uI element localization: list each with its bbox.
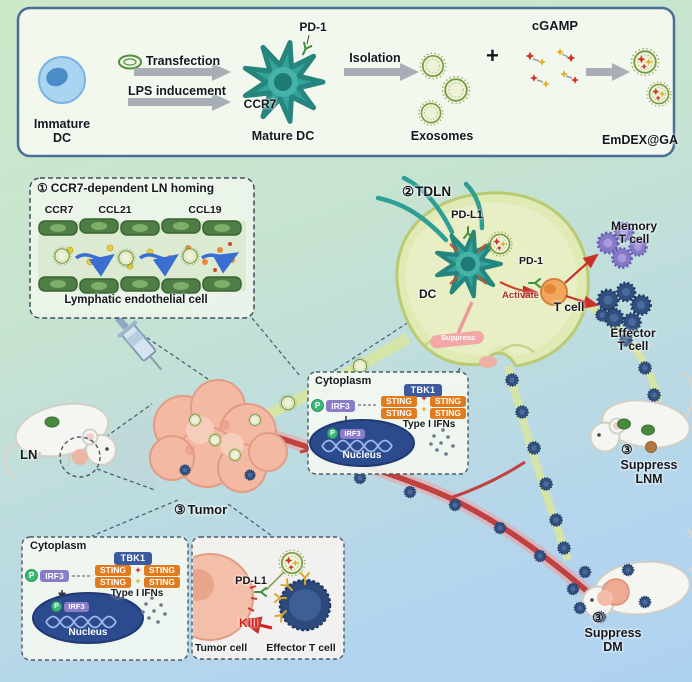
tdln-node bbox=[375, 175, 652, 368]
tumor-title: ③ Tumor bbox=[174, 502, 228, 518]
tdln-title-text: TDLN bbox=[415, 184, 452, 199]
sting-badge: STING bbox=[381, 408, 417, 419]
ifns-label-mid: Type I IFNs bbox=[402, 419, 456, 430]
dm-number: ③ bbox=[592, 610, 604, 625]
emdex-label: EmDEX@GA bbox=[601, 133, 679, 147]
homing-title-text: CCR7-dependent LN homing bbox=[50, 181, 215, 195]
tumor-number: ③ bbox=[174, 502, 186, 517]
homing-number: ① bbox=[37, 181, 48, 195]
plus-sign: + bbox=[486, 43, 499, 68]
sting-badge: STING bbox=[430, 396, 466, 407]
tdln-title: ② TDLN bbox=[402, 184, 451, 199]
sting-badge: STING bbox=[144, 577, 180, 588]
transfection-label: Transfection bbox=[145, 54, 221, 68]
cgamp-label: cGAMP bbox=[531, 18, 579, 33]
isolation-arrow bbox=[344, 63, 419, 81]
cytoplasm-label-bottom: Cytoplasm bbox=[30, 540, 87, 552]
tdln-number: ② bbox=[402, 184, 415, 199]
memory-tcell-label: Memory T cell bbox=[610, 219, 657, 247]
mature-dc-label: Mature DC bbox=[251, 129, 315, 143]
isolation-label: Isolation bbox=[349, 51, 401, 65]
suppress-lnm-label: Suppress LNM bbox=[620, 458, 678, 486]
effector-tcell-label-kill: Effector T cell bbox=[266, 642, 336, 654]
metastasis-spot bbox=[645, 441, 657, 453]
sting-inset-mid bbox=[307, 371, 469, 475]
plasmid-icon bbox=[118, 54, 142, 70]
suppress-dm-label: Suppress DM bbox=[584, 626, 642, 654]
transfection-arrow bbox=[134, 63, 231, 81]
ifn-dots bbox=[429, 428, 455, 456]
lnm-number: ③ bbox=[621, 442, 633, 457]
tbk1-badge-bottom: TBK1 bbox=[114, 552, 152, 565]
top-panel bbox=[16, 6, 676, 158]
pd1-label-node: PD-1 bbox=[519, 255, 543, 267]
mouse-lnm bbox=[589, 371, 692, 453]
syringe-icon bbox=[115, 316, 163, 371]
nucleus-label-mid: Nucleus bbox=[342, 450, 382, 461]
tcell-label: T cell bbox=[553, 300, 585, 314]
dc-label: DC bbox=[419, 287, 437, 301]
lps-arrow bbox=[128, 93, 231, 111]
cytoplasm-label-mid: Cytoplasm bbox=[315, 375, 372, 387]
phospho-badge-nucleus-bottom: P bbox=[51, 601, 62, 612]
irf3-badge-nucleus-mid: IRF3 bbox=[340, 429, 365, 439]
kill-label: Kill bbox=[239, 616, 258, 630]
cgamp-arrow bbox=[586, 63, 630, 81]
tumor-cell-shape bbox=[193, 553, 254, 641]
ln-marker bbox=[44, 416, 60, 428]
tbk1-badge-mid: TBK1 bbox=[404, 384, 442, 397]
phospho-badge-mid: P bbox=[311, 399, 324, 412]
homing-panel-title: ① CCR7-dependent LN homing bbox=[37, 181, 215, 195]
zoom-cone bbox=[98, 402, 156, 492]
homing-panel bbox=[29, 177, 255, 319]
tumor-title-text: Tumor bbox=[187, 502, 228, 517]
suppress-ribbon bbox=[430, 330, 484, 349]
irf3-badge-bottom: IRF3 bbox=[40, 570, 69, 582]
exosomes-label: Exosomes bbox=[410, 129, 474, 143]
pdl1-label-node: PD-L1 bbox=[451, 209, 483, 221]
kill-arrow bbox=[240, 616, 273, 634]
sting-badge: STING bbox=[381, 396, 417, 407]
tumor-mass bbox=[149, 379, 288, 493]
irf3-badge-mid: IRF3 bbox=[326, 400, 355, 412]
immature-dc-label: Immature DC bbox=[33, 117, 91, 145]
ccl21-label: CCL21 bbox=[98, 204, 132, 216]
ifns-label-bottom: Type I IFNs bbox=[110, 588, 164, 599]
dashed-connectors bbox=[91, 291, 493, 537]
kill-panel bbox=[191, 536, 345, 660]
sting-badge: STING bbox=[95, 577, 131, 588]
phospho-badge-bottom: P bbox=[25, 569, 38, 582]
suppress-label-node: Suppress bbox=[440, 333, 476, 342]
lps-label: LPS inducement bbox=[128, 84, 226, 98]
ln-label: LN bbox=[20, 447, 38, 462]
tumor-cell-label: Tumor cell bbox=[194, 642, 248, 654]
ccl19-label: CCL19 bbox=[188, 204, 222, 216]
effector-tcell-label: Effector T cell bbox=[610, 326, 656, 354]
activate-arrow bbox=[499, 281, 539, 299]
mouse-dm bbox=[566, 528, 692, 624]
irf3-badge-nucleus-bottom: IRF3 bbox=[64, 602, 89, 612]
mouse-ln bbox=[3, 402, 117, 480]
activate-label: Activate bbox=[502, 290, 539, 301]
phospho-badge-nucleus-mid: P bbox=[327, 428, 338, 439]
effector-tcell-cluster bbox=[596, 281, 652, 332]
tumor-site-circle bbox=[59, 436, 101, 478]
cgamp-cluster bbox=[525, 48, 579, 88]
pdl1-label-kill: PD-L1 bbox=[235, 575, 267, 587]
ifn-dots bbox=[141, 596, 167, 624]
nucleus-label-bottom: Nucleus bbox=[68, 627, 108, 638]
sting-badge: STING bbox=[144, 565, 180, 576]
ln-marker bbox=[641, 424, 655, 436]
ccr7-label-top: CCR7 bbox=[243, 97, 277, 111]
sting-badge: STING bbox=[430, 408, 466, 419]
endothelial-caption: Lymphatic endothelial cell bbox=[64, 294, 208, 306]
ccr7-label: CCR7 bbox=[44, 204, 74, 216]
pd1-label-top: PD-1 bbox=[299, 20, 327, 34]
ln-marker bbox=[617, 418, 631, 430]
sting-badge: STING bbox=[95, 565, 131, 576]
